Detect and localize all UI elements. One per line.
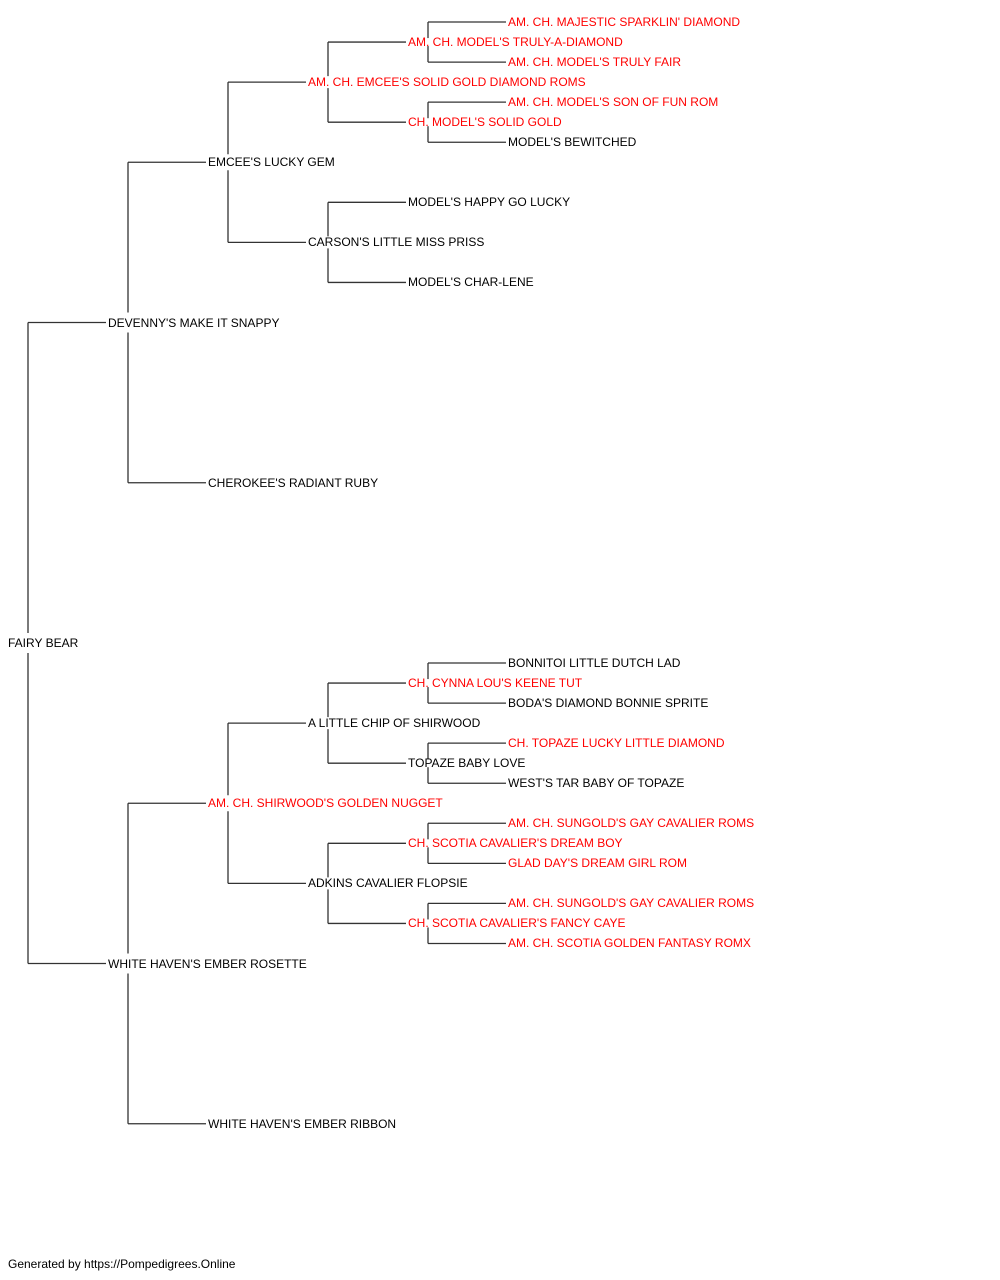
ancestor-name: TOPAZE BABY LOVE bbox=[408, 756, 526, 771]
champion-ancestor-name: GLAD DAY'S DREAM GIRL ROM bbox=[508, 856, 687, 871]
champion-ancestor-name: AM. CH. SUNGOLD'S GAY CAVALIER ROMS bbox=[508, 816, 755, 831]
ancestor-name: A LITTLE CHIP OF SHIRWOOD bbox=[308, 716, 481, 731]
ancestor-name: WEST'S TAR BABY OF TOPAZE bbox=[508, 776, 685, 791]
subject-name: FAIRY BEAR bbox=[8, 636, 79, 650]
ancestor-name: MODEL'S CHAR-LENE bbox=[408, 275, 534, 290]
champion-ancestor-name: AM. CH. MODEL'S SON OF FUN ROM bbox=[508, 95, 719, 110]
ancestor-name: WHITE HAVEN'S EMBER ROSETTE bbox=[108, 956, 307, 971]
champion-ancestor-name: AM. CH. SHIRWOOD'S GOLDEN NUGGET bbox=[208, 796, 443, 811]
ancestor-name: CARSON'S LITTLE MISS PRISS bbox=[308, 235, 485, 250]
footer-credit: Generated by https://Pompedigrees.Online bbox=[8, 1257, 236, 1271]
champion-ancestor-name: AM. CH. MODEL'S TRULY-A-DIAMOND bbox=[408, 35, 623, 50]
champion-ancestor-name: CH. SCOTIA CAVALIER'S DREAM BOY bbox=[408, 836, 623, 851]
champion-ancestor-name: AM. CH. MAJESTIC SPARKLIN' DIAMOND bbox=[508, 15, 741, 30]
champion-ancestor-name: AM. CH. SCOTIA GOLDEN FANTASY ROMX bbox=[508, 936, 751, 951]
champion-ancestor-name: AM. CH. MODEL'S TRULY FAIR bbox=[508, 55, 681, 70]
ancestor-name: MODEL'S HAPPY GO LUCKY bbox=[408, 195, 571, 210]
champion-ancestor-name: CH. TOPAZE LUCKY LITTLE DIAMOND bbox=[508, 736, 725, 751]
ancestor-name: EMCEE'S LUCKY GEM bbox=[208, 155, 335, 170]
champion-ancestor-name: AM. CH. SUNGOLD'S GAY CAVALIER ROMS bbox=[508, 896, 755, 911]
champion-ancestor-name: CH. MODEL'S SOLID GOLD bbox=[408, 115, 562, 130]
ancestor-name: CHEROKEE'S RADIANT RUBY bbox=[208, 475, 379, 490]
ancestor-name: BONNITOI LITTLE DUTCH LAD bbox=[508, 656, 681, 671]
ancestor-name: DEVENNY'S MAKE IT SNAPPY bbox=[108, 315, 280, 330]
champion-ancestor-name: AM. CH. EMCEE'S SOLID GOLD DIAMOND ROMS bbox=[308, 75, 586, 90]
ancestor-name: ADKINS CAVALIER FLOPSIE bbox=[308, 876, 468, 891]
ancestor-name: MODEL'S BEWITCHED bbox=[508, 135, 637, 150]
champion-ancestor-name: CH. SCOTIA CAVALIER'S FANCY CAYE bbox=[408, 916, 626, 931]
ancestor-name: WHITE HAVEN'S EMBER RIBBON bbox=[208, 1116, 397, 1131]
ancestor-name: BODA'S DIAMOND BONNIE SPRITE bbox=[508, 696, 709, 711]
champion-ancestor-name: CH. CYNNA LOU'S KEENE TUT bbox=[408, 676, 583, 691]
